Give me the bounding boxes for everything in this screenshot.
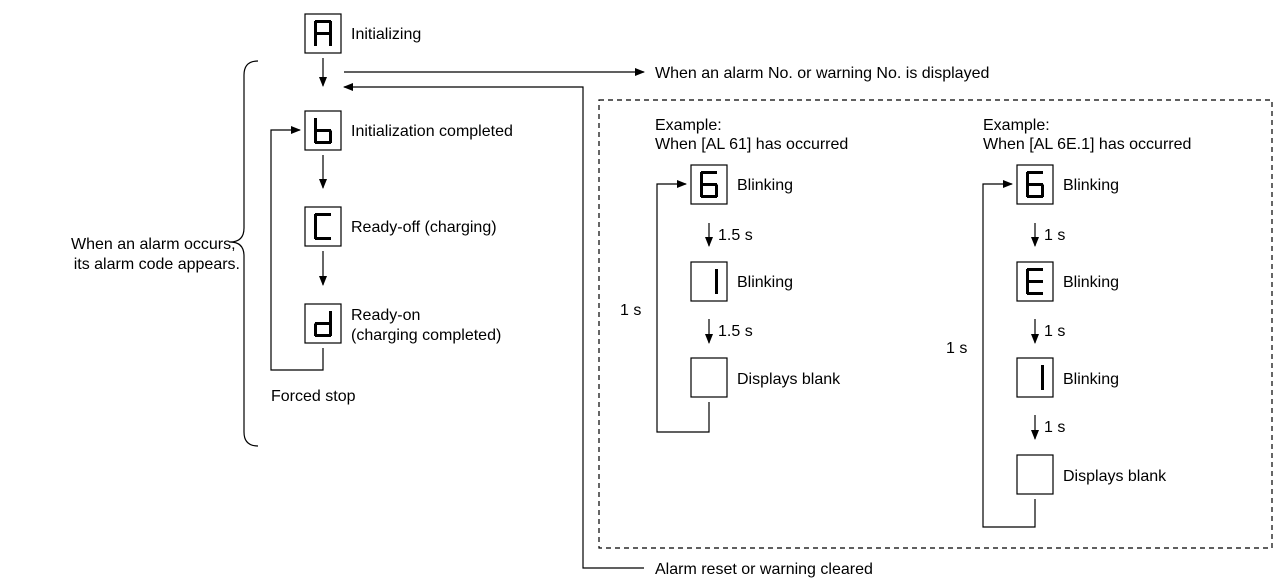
digit-b	[314, 118, 332, 144]
segment-a	[701, 171, 717, 174]
segment-d	[701, 195, 717, 198]
segment-c	[329, 130, 332, 143]
example-1-loop	[656, 180, 710, 433]
segment-a	[1027, 171, 1043, 174]
label-forced-stop: Forced stop	[271, 388, 356, 405]
digit-1	[715, 269, 718, 294]
segment-f	[314, 214, 317, 227]
example-1-step-1-label: Blinking	[737, 177, 793, 194]
segment-b	[715, 269, 718, 282]
segment-e	[1026, 281, 1029, 294]
example-1-display-2	[690, 261, 728, 302]
segment-c	[1041, 377, 1044, 390]
label-alarm-displayed: When an alarm No. or warning No. is disp…	[655, 65, 989, 82]
example-2-interval-2: 1 s	[1044, 323, 1065, 340]
example-2-step-1-label: Blinking	[1063, 177, 1119, 194]
segment-c	[715, 281, 718, 294]
alarm-brace	[229, 60, 259, 447]
segment-b	[329, 311, 332, 324]
arrow-alarm-reset-return	[343, 83, 644, 569]
label-initialization-completed: Initialization completed	[351, 123, 513, 140]
display-ready-off: Ready-off (charging)	[304, 206, 497, 247]
digit-6	[1026, 171, 1044, 198]
digit-6	[700, 171, 718, 198]
segment-e	[314, 323, 317, 336]
segment-a	[315, 20, 331, 23]
digit-1	[1041, 365, 1044, 390]
example-1-loop-interval: 1 s	[620, 302, 641, 319]
example-1-display-blank	[690, 357, 728, 398]
segment-e	[314, 130, 317, 143]
segment-e	[314, 33, 317, 46]
example-2-step-2-label: Blinking	[1063, 274, 1119, 291]
display-ready-on: Ready-on (charging completed)	[304, 303, 501, 344]
segment-f	[1026, 269, 1029, 282]
segment-g	[315, 129, 331, 132]
digit-d	[314, 311, 332, 337]
segment-f	[700, 172, 703, 185]
segment-g	[701, 183, 717, 186]
example-2-loop-interval: 1 s	[946, 340, 967, 357]
label-alarm-note: When an alarm occurs, its alarm code app…	[71, 236, 240, 273]
segment-a	[315, 213, 331, 216]
example-2-display-blank	[1016, 454, 1054, 495]
segment-g	[1027, 280, 1043, 283]
segment-e	[700, 184, 703, 197]
digit-c	[314, 213, 331, 240]
segment-d	[315, 334, 331, 337]
segment-g	[315, 322, 331, 325]
example-2-interval-1: 1 s	[1044, 227, 1065, 244]
example-1-interval-1: 1.5 s	[718, 227, 753, 244]
segment-d	[315, 237, 331, 240]
example-2: Example: When [AL 6E.1] has occurred Bli…	[946, 117, 1191, 528]
digit-a	[314, 20, 332, 46]
segment-g	[315, 32, 331, 35]
segment-b	[329, 21, 332, 34]
example-1: Example: When [AL 61] has occurred Blink…	[620, 117, 848, 433]
example-2-interval-3: 1 s	[1044, 419, 1065, 436]
segment-c	[329, 323, 332, 336]
segment-d	[1027, 195, 1043, 198]
display-initialization-completed: Initialization completed	[304, 110, 513, 151]
segment-a	[1027, 268, 1043, 271]
segment-d	[1027, 292, 1043, 295]
example-2-step-3-label: Blinking	[1063, 371, 1119, 388]
segment-c	[329, 33, 332, 46]
segment-c	[1041, 184, 1044, 197]
example-frame	[598, 99, 1273, 549]
segment-c	[715, 184, 718, 197]
label-alarm-reset: Alarm reset or warning cleared	[655, 561, 873, 578]
segment-f	[1026, 172, 1029, 185]
example-2-step-4-label: Displays blank	[1063, 468, 1167, 485]
example-1-title: Example: When [AL 61] has occurred	[655, 117, 848, 153]
segment-f	[314, 118, 317, 131]
digit-e	[1026, 268, 1043, 295]
example-1-step-2-label: Blinking	[737, 274, 793, 291]
example-1-step-3-label: Displays blank	[737, 371, 841, 388]
segment-e	[1026, 184, 1029, 197]
example-2-loop	[982, 180, 1036, 528]
segment-g	[1027, 183, 1043, 186]
example-2-title: Example: When [AL 6E.1] has occurred	[983, 117, 1191, 153]
segment-b	[1041, 365, 1044, 378]
segment-f	[314, 21, 317, 34]
forced-stop-loop	[270, 126, 324, 371]
display-initializing: Initializing	[304, 13, 421, 54]
label-initializing: Initializing	[351, 26, 421, 43]
segment-d	[315, 141, 331, 144]
label-ready-off: Ready-off (charging)	[351, 219, 497, 236]
example-1-interval-2: 1.5 s	[718, 323, 753, 340]
example-2-display-3	[1016, 357, 1054, 398]
label-ready-on: Ready-on (charging completed)	[351, 307, 501, 344]
segment-e	[314, 226, 317, 239]
